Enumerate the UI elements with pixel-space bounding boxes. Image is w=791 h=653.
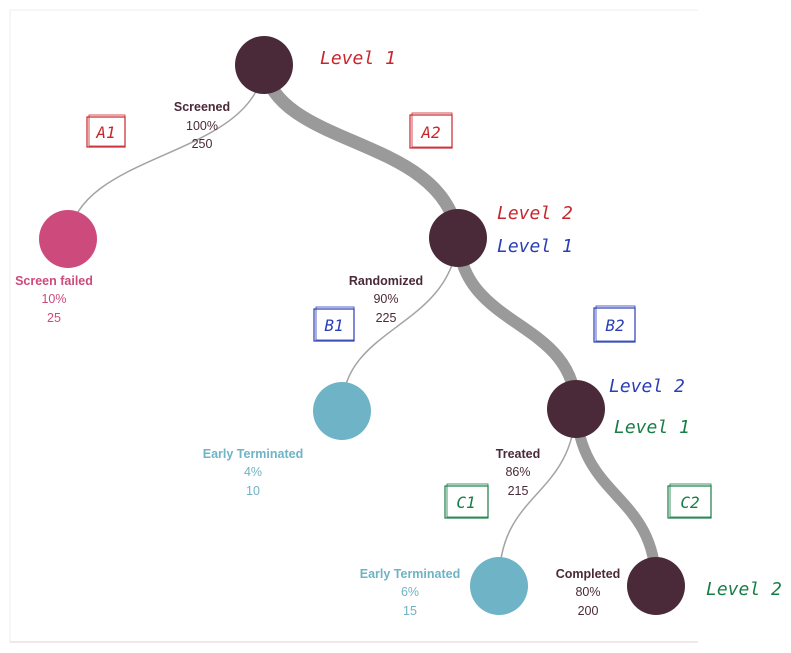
node-completed <box>627 557 685 615</box>
box-c1: C1 <box>444 483 489 519</box>
randomized-label: Randomized <box>349 274 423 288</box>
box-c2-text: C2 <box>680 493 699 512</box>
level-rand-l1: Level 1 <box>497 236 573 257</box>
node-root <box>235 36 293 94</box>
completed-label: Completed <box>556 567 621 581</box>
treated-label: Treated <box>496 447 540 461</box>
root-label: Screened <box>174 100 230 114</box>
root-count: 250 <box>192 137 213 151</box>
box-a1-text: A1 <box>95 123 115 142</box>
branch-c2 <box>570 407 662 586</box>
node-screen-failed <box>39 210 97 268</box>
branch-b2 <box>452 237 582 409</box>
node-early-terminated-2 <box>470 557 528 615</box>
box-c2: C2 <box>667 483 712 519</box>
box-c1-text: C1 <box>456 493 475 512</box>
level-root-l1: Level 1 <box>320 48 396 69</box>
early-terminated-1-label: Early Terminated <box>203 447 304 461</box>
box-b2: B2 <box>593 305 636 343</box>
treated-pct: 86% <box>505 465 530 479</box>
level-rand-l2: Level 2 <box>497 203 573 224</box>
box-a1: A1 <box>86 114 126 148</box>
early-terminated-2-label: Early Terminated <box>360 567 461 581</box>
screen-failed-label: Screen failed <box>15 274 93 288</box>
early-terminated-1-pct: 4% <box>244 465 262 479</box>
branch-a1 <box>67 67 265 241</box>
level-treated-l2: Level 2 <box>609 376 685 397</box>
box-b1: B1 <box>313 306 355 342</box>
node-randomized <box>429 209 487 267</box>
randomized-pct: 90% <box>373 292 398 306</box>
root-pct: 100% <box>186 119 218 133</box>
box-a2: A2 <box>409 112 453 149</box>
treated-count: 215 <box>508 484 529 498</box>
early-terminated-2-count: 15 <box>403 604 417 618</box>
early-terminated-1-count: 10 <box>246 484 260 498</box>
completed-pct: 80% <box>575 585 600 599</box>
level-treated-l1: Level 1 <box>614 417 690 438</box>
screen-failed-pct: 10% <box>41 292 66 306</box>
level-completed-l2: Level 2 <box>706 579 782 600</box>
box-a2-text: A2 <box>420 123 440 142</box>
box-b2-text: B2 <box>605 316 624 335</box>
box-b1-text: B1 <box>324 316 343 335</box>
screen-failed-count: 25 <box>47 311 61 325</box>
completed-count: 200 <box>578 604 599 618</box>
branch-a2 <box>257 66 465 240</box>
node-early-terminated-1 <box>313 382 371 440</box>
randomized-count: 225 <box>376 311 397 325</box>
early-terminated-2-pct: 6% <box>401 585 419 599</box>
branch-b1 <box>341 237 459 411</box>
branch-c1 <box>498 407 577 586</box>
node-treated <box>547 380 605 438</box>
